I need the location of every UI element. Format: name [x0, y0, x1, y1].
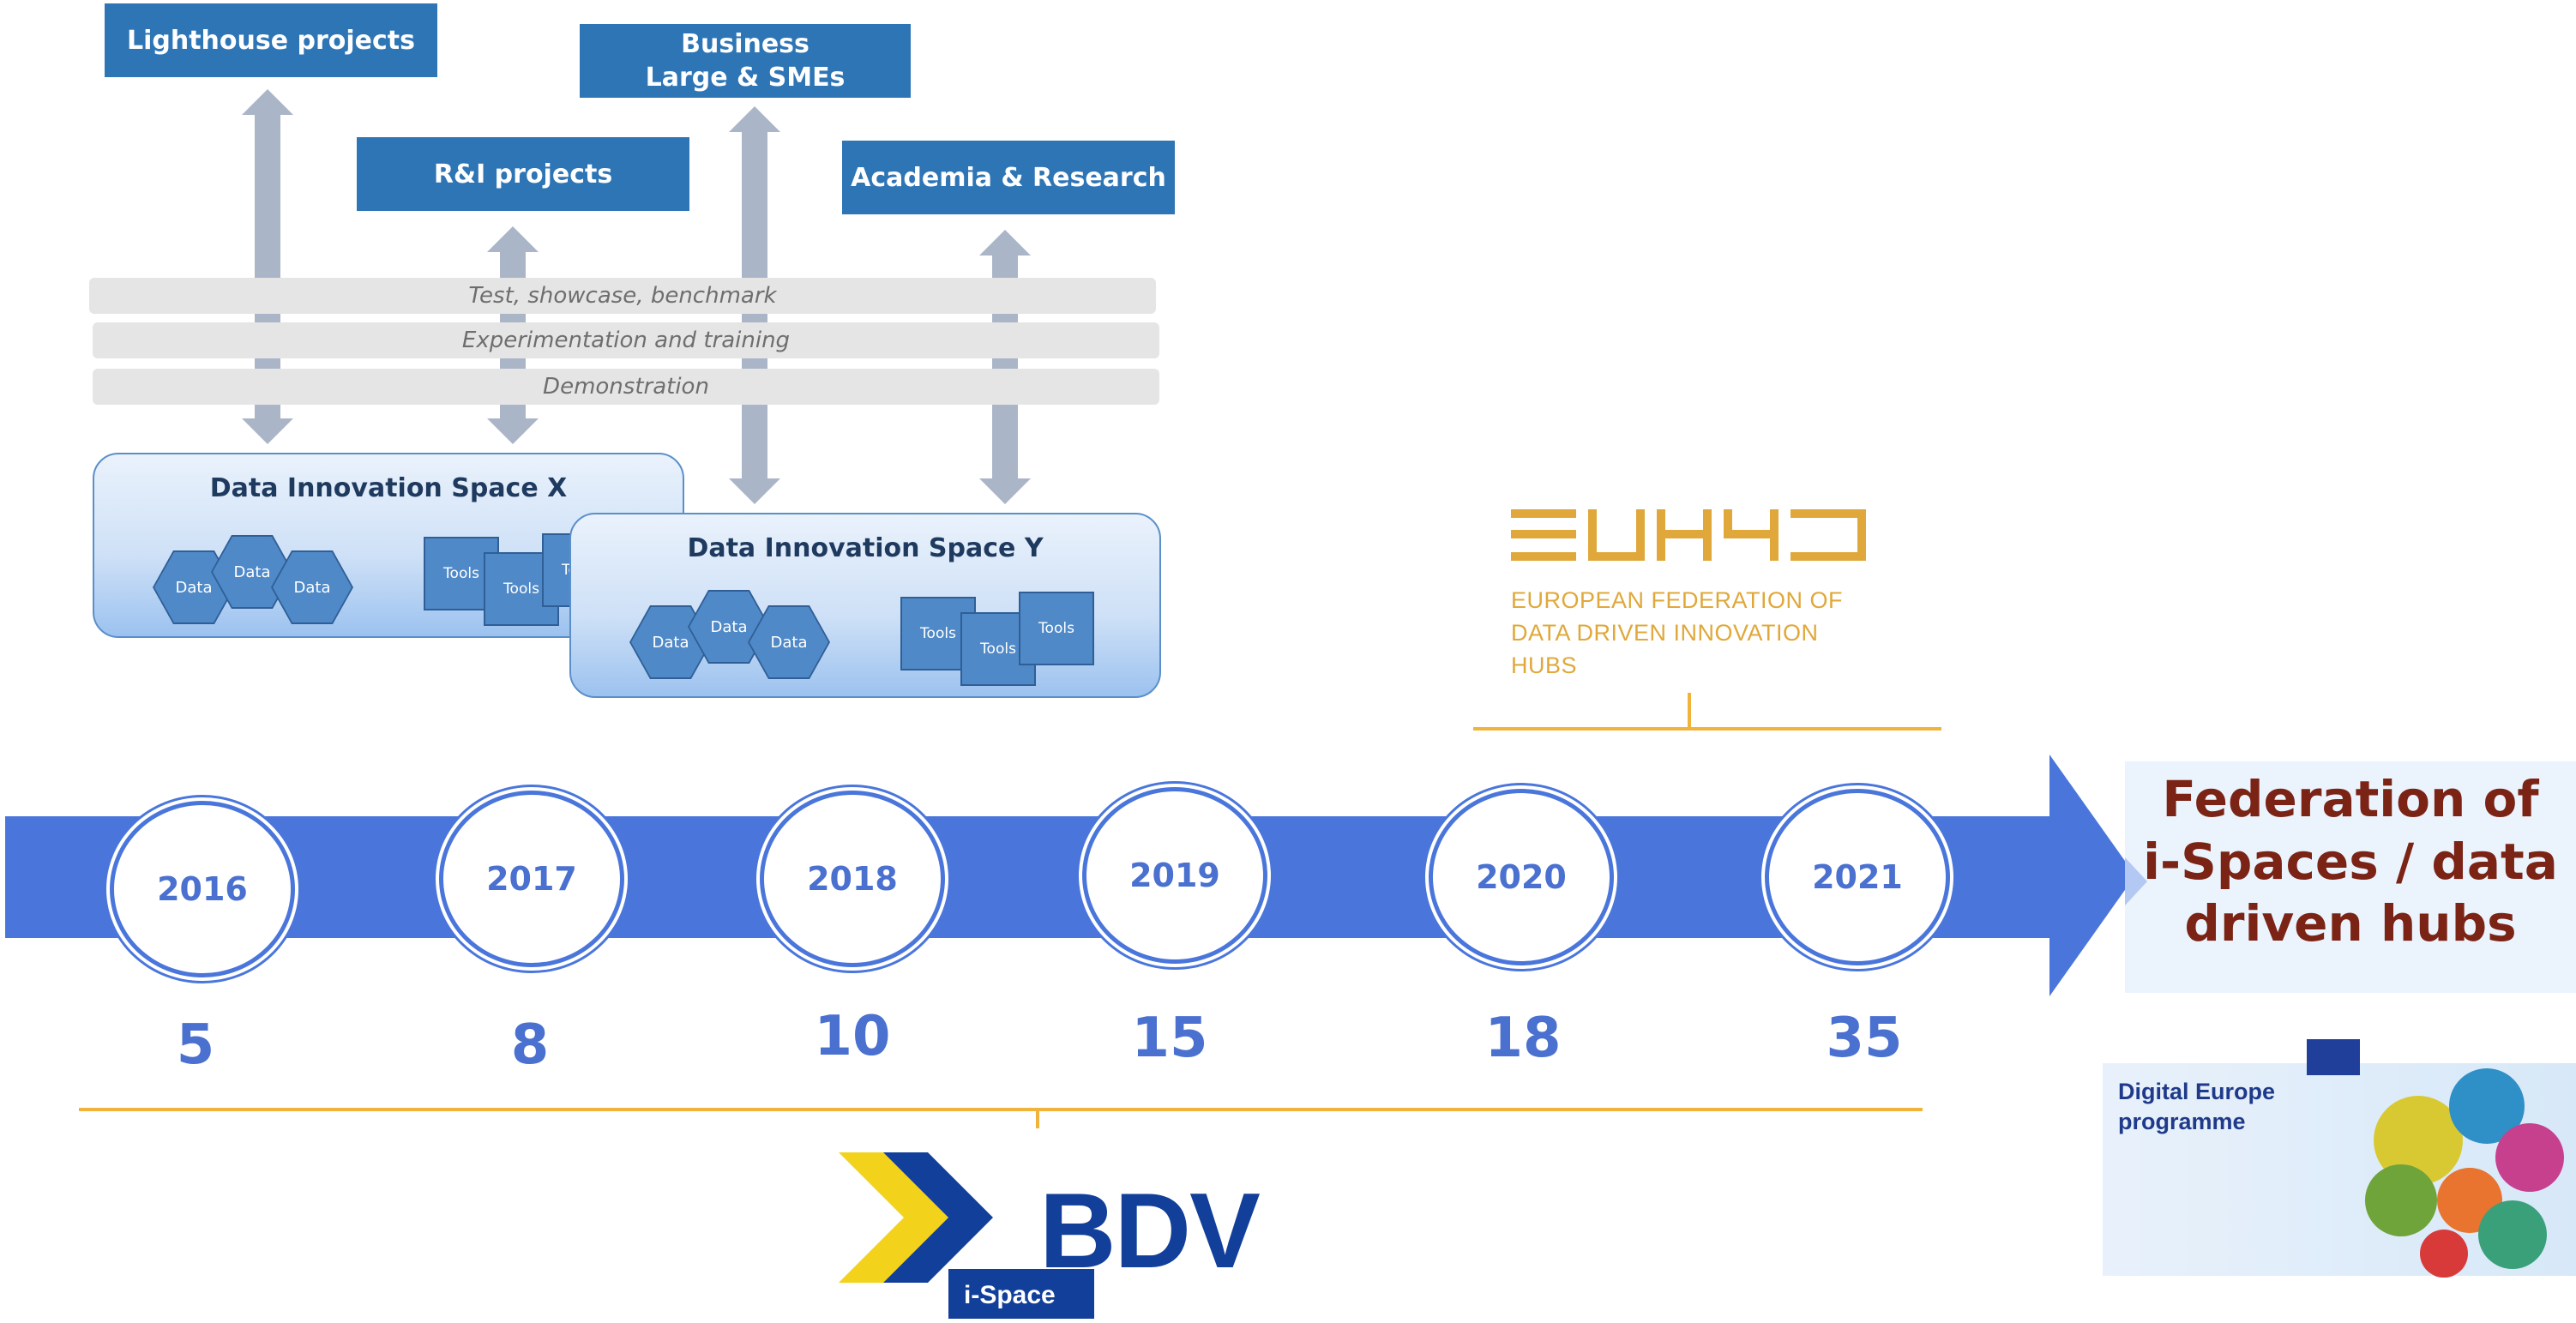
space-x-title: Data Innovation Space X: [209, 473, 568, 503]
digital-europe-line2: programme: [2118, 1109, 2246, 1135]
year-circle-2020: 2020: [1429, 789, 1614, 965]
euh4d-logo-glyphs: [1511, 509, 1866, 561]
count-2020: 18: [1484, 1007, 1562, 1070]
year-circle-2021: 2021: [1765, 789, 1950, 965]
federation-title: Federation of i-Spaces / data driven hub…: [2125, 768, 2576, 955]
federation-line1: Federation of: [2162, 770, 2539, 828]
business-label-line2: Large & SMEs: [645, 63, 846, 93]
space-y-tools-3: Tools: [1019, 592, 1094, 665]
ri-projects-box: R&I projects: [357, 137, 689, 211]
euh4d-line2: DATA DRIVEN INNOVATION: [1511, 619, 1819, 646]
ri-projects-label: R&I projects: [433, 159, 613, 189]
band-demonstration: Demonstration: [93, 369, 1159, 405]
year-circle-2017: 2017: [439, 791, 624, 967]
count-2016: 5: [176, 1013, 215, 1077]
count-2018: 10: [814, 1005, 891, 1068]
bdv-connector: [79, 1108, 1923, 1128]
bdv-logo-sub: i-Space: [964, 1281, 1056, 1309]
digital-europe-line1: Digital Europe: [2118, 1079, 2276, 1104]
federation-line2: i-Spaces / data: [2143, 832, 2558, 891]
bdv-logo-name: BDV: [1039, 1172, 1261, 1290]
band-experimentation: Experimentation and training: [93, 322, 1159, 358]
bdv-logo-mark: [839, 1152, 1094, 1319]
band-experimentation-label: Experimentation and training: [461, 328, 791, 353]
year-circle-2018: 2018: [760, 791, 945, 967]
count-2017: 8: [510, 1013, 550, 1077]
count-2019: 15: [1131, 1007, 1208, 1070]
academia-research-box: Academia & Research: [842, 141, 1175, 214]
band-demonstration-label: Demonstration: [543, 374, 709, 400]
business-box: Business Large & SMEs: [580, 24, 911, 98]
space-y-title: Data Innovation Space Y: [687, 533, 1044, 563]
count-2021: 35: [1826, 1007, 1903, 1070]
band-test-label: Test, showcase, benchmark: [468, 283, 777, 309]
business-label-line1: Business: [681, 29, 810, 59]
lighthouse-projects-box: Lighthouse projects: [105, 3, 437, 77]
euh4d-line3: HUBS: [1511, 652, 1578, 678]
arrow-lighthouse: [242, 89, 293, 444]
euh4d-subtitle: EUROPEAN FEDERATION OF DATA DRIVEN INNOV…: [1511, 585, 1843, 682]
space-x-data-hex-3: Data: [273, 552, 352, 622]
year-circle-2016: 2016: [110, 801, 295, 977]
federation-line3: driven hubs: [2184, 894, 2517, 953]
year-circle-2019: 2019: [1082, 787, 1267, 964]
digital-europe-label: Digital Europe programme: [2118, 1077, 2341, 1137]
euh4d-line1: EUROPEAN FEDERATION OF: [1511, 587, 1844, 613]
band-test-showcase: Test, showcase, benchmark: [89, 278, 1156, 314]
federation-box: [2125, 761, 2576, 993]
data-innovation-space-y: Data Innovation Space Y Data Data Data T…: [569, 513, 1161, 698]
euh4d-connector: [1473, 693, 1941, 731]
academia-research-label: Academia & Research: [851, 162, 1166, 193]
lighthouse-projects-label: Lighthouse projects: [126, 25, 416, 56]
timeline-arrow: [5, 755, 2135, 996]
